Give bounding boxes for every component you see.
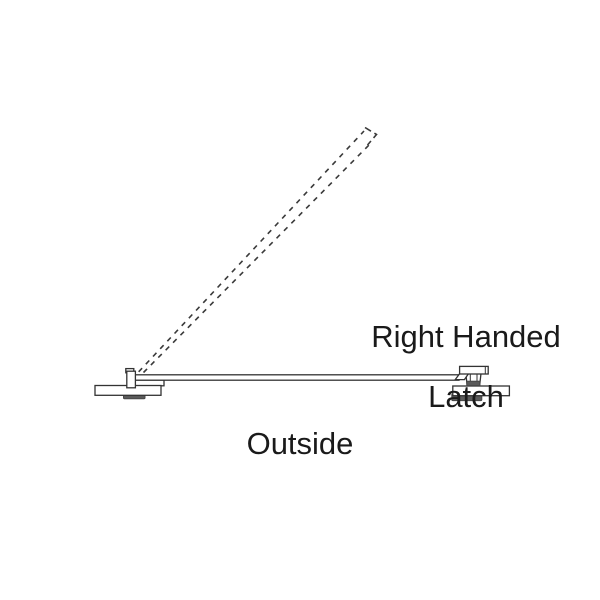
swing-dashed-end-cap xyxy=(364,126,378,146)
latch-assembly xyxy=(451,365,511,402)
swing-dashed-line-outer xyxy=(130,130,365,381)
latch-stem-dark-band xyxy=(466,380,481,387)
right-handed-latch-label-line1: Right Handed xyxy=(371,319,561,354)
outside-label: Outside xyxy=(246,426,354,461)
hinge-pivot-knuckle xyxy=(126,370,137,389)
latch-base-plate xyxy=(452,385,511,397)
swing-dashed-line-inner xyxy=(142,142,372,374)
hinge-pivot xyxy=(125,367,137,389)
right-handed-latch-label: Right Handed Latch xyxy=(356,292,576,442)
latch-handle-lever xyxy=(458,365,489,375)
right-handed-latch-label-line2: Latch xyxy=(428,379,504,414)
door-open-dashed-outline xyxy=(130,126,378,381)
